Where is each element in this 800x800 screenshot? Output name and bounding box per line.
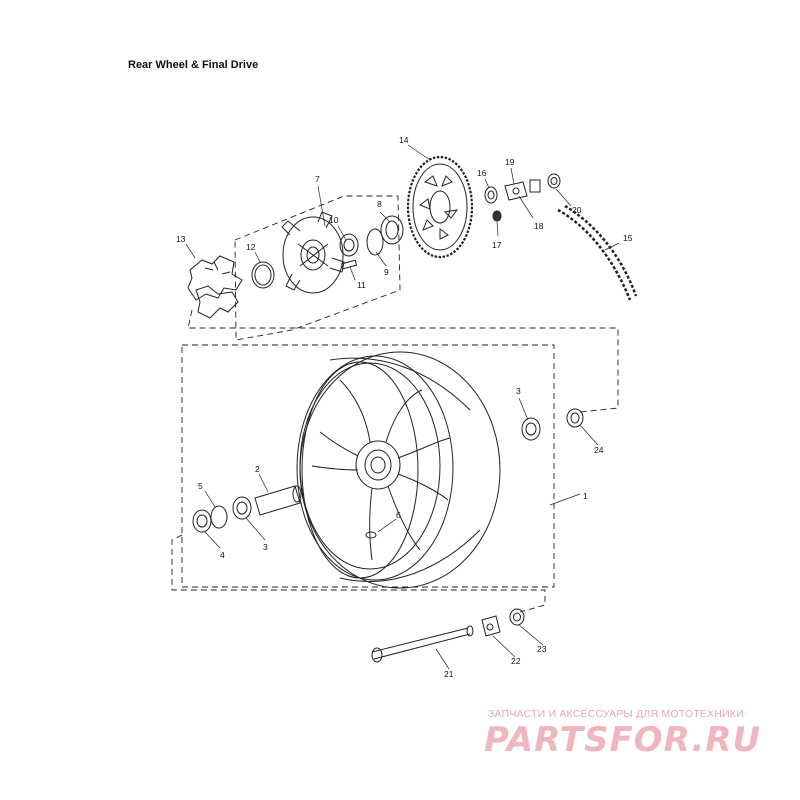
part-16-washer (484, 186, 498, 204)
callout-12: 12 (246, 242, 256, 252)
callout-9: 9 (384, 267, 389, 277)
watermark-logo: PARTSFOR.RU (484, 720, 762, 760)
callout-18: 18 (534, 221, 544, 231)
callout-19: 19 (505, 157, 515, 167)
part-24-spacer (566, 408, 584, 428)
callout-24: 24 (594, 445, 604, 455)
callout-3-upper: 3 (516, 386, 521, 396)
part-20-nut (547, 173, 561, 189)
part-4-seal (192, 509, 212, 533)
part-11-spacer (341, 259, 358, 270)
callout-6: 6 (396, 510, 401, 520)
part-2-sleeve (254, 485, 302, 516)
callout-3-lower: 3 (263, 542, 268, 552)
callout-4: 4 (220, 550, 225, 560)
callout-2: 2 (255, 464, 260, 474)
diagram-title: Rear Wheel & Final Drive (128, 59, 259, 71)
callout-17: 17 (492, 240, 502, 250)
callout-1: 1 (583, 491, 588, 501)
part-14-sprocket (406, 155, 474, 259)
part-5-circlip (210, 505, 228, 529)
callout-23: 23 (537, 644, 547, 654)
callout-labels: 7 8 9 10 11 12 13 14 15 16 17 18 19 20 1… (176, 135, 633, 679)
callout-15: 15 (623, 233, 633, 243)
part-23-nut (509, 608, 525, 626)
callout-5: 5 (198, 481, 203, 491)
part-13-cush-rubbers (187, 255, 243, 319)
part-8-seal (380, 215, 404, 245)
part-21-axle (371, 625, 474, 663)
part-17-stud (492, 210, 502, 222)
part-15-chain (557, 204, 638, 301)
callout-21: 21 (444, 669, 454, 679)
watermark-tagline: ЗАПЧАСТИ И АКСЕССУАРЫ ДЛЯ МОТОТЕХНИКИ (488, 708, 744, 720)
callout-11: 11 (357, 280, 366, 290)
callout-8: 8 (377, 199, 382, 209)
part-22-adjuster (481, 615, 501, 637)
callout-14: 14 (399, 135, 409, 145)
part-12-ring (251, 261, 275, 289)
part-3-bearing-lower (232, 496, 252, 520)
part-3-bearing-upper (521, 417, 541, 441)
assembly-guide-lines (171, 195, 619, 613)
part-1-rear-wheel (296, 351, 501, 589)
callout-20: 20 (572, 205, 582, 215)
part-10-bearing (339, 233, 359, 257)
part-18-19-adjuster (504, 179, 541, 201)
callout-16: 16 (477, 168, 487, 178)
callout-13: 13 (176, 234, 186, 244)
callout-22: 22 (511, 656, 521, 666)
leader-lines (185, 144, 620, 670)
callout-7: 7 (315, 174, 320, 184)
part-7-sprocket-carrier (281, 211, 345, 294)
callout-10: 10 (329, 215, 339, 225)
part-9-circlip (366, 228, 384, 256)
